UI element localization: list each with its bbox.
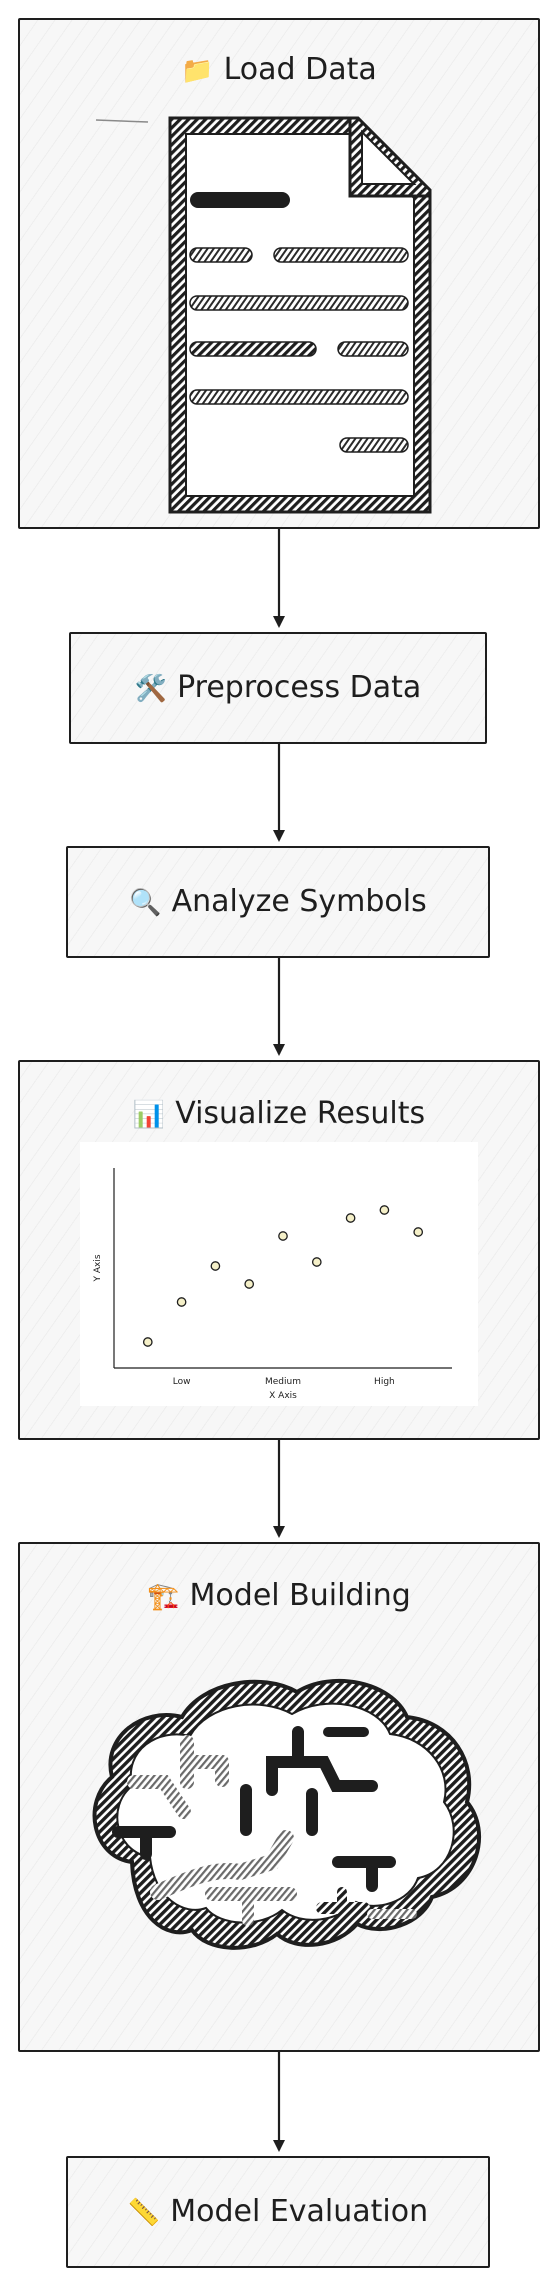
node-preprocess-data: 🛠️ Preprocess Data: [69, 632, 487, 744]
x-axis-label: X Axis: [269, 1391, 297, 1401]
node-model-evaluation-label: Model Evaluation: [170, 2194, 429, 2229]
node-model-building-label: Model Building: [189, 1578, 411, 1613]
scatter-point: [345, 1213, 356, 1223]
node-preprocess-data-title: 🛠️ Preprocess Data: [71, 670, 485, 705]
document-icon: [95, 116, 432, 514]
node-visualize-results-title: 📊 Visualize Results: [20, 1096, 538, 1131]
scatter-chart-svg: Low Medium High X Axis Y Axis: [93, 1168, 452, 1401]
scatter-point: [176, 1297, 187, 1307]
magnifier-icon: 🔍: [129, 888, 162, 918]
node-model-building: 🏗️ Model Building: [18, 1542, 540, 2052]
node-analyze-symbols: 🔍 Analyze Symbols: [66, 846, 490, 958]
bar-chart-icon: 📊: [132, 1100, 166, 1130]
scatter-point: [379, 1205, 390, 1215]
scatter-point: [142, 1337, 153, 1347]
scatter-chart: Low Medium High X Axis Y Axis: [80, 1142, 478, 1406]
node-model-evaluation-title: 📏 Model Evaluation: [68, 2194, 488, 2229]
node-analyze-symbols-label: Analyze Symbols: [171, 884, 427, 919]
node-preprocess-data-label: Preprocess Data: [177, 670, 422, 705]
node-load-data-title: 📁 Load Data: [20, 52, 538, 87]
node-model-building-title: 🏗️ Model Building: [20, 1578, 538, 1613]
node-load-data: 📁 Load Data: [18, 18, 540, 529]
scatter-point: [210, 1261, 221, 1271]
y-axis-label: Y Axis: [93, 1254, 103, 1282]
node-load-data-label: Load Data: [223, 52, 377, 87]
x-tick-label: Low: [173, 1377, 191, 1387]
node-model-evaluation: 📏 Model Evaluation: [66, 2156, 490, 2268]
brain-icon: [92, 1678, 482, 1950]
scatter-point: [311, 1257, 322, 1267]
node-visualize-results: 📊 Visualize Results Low Medium High X Axis Y …: [18, 1060, 540, 1440]
scatter-point: [244, 1279, 255, 1289]
crane-icon: 🏗️: [147, 1582, 180, 1612]
node-analyze-symbols-title: 🔍 Analyze Symbols: [68, 884, 488, 919]
scatter-point: [278, 1231, 288, 1241]
x-tick-label: High: [374, 1377, 395, 1387]
ruler-icon: 📏: [127, 2198, 161, 2228]
folder-icon: 📁: [181, 56, 214, 86]
node-visualize-results-label: Visualize Results: [175, 1096, 426, 1131]
x-tick-label: Medium: [265, 1377, 301, 1387]
scatter-point: [413, 1227, 424, 1237]
tools-icon: 🛠️: [134, 674, 168, 704]
